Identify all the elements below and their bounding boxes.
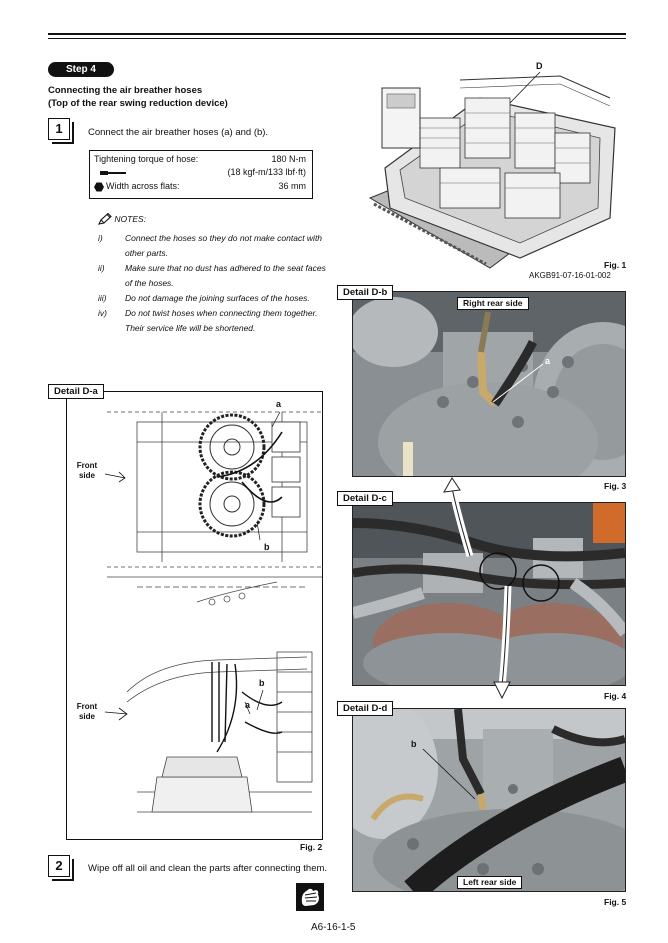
note-number: ii) <box>98 263 105 273</box>
note-line: Do not damage the joining surfaces of th… <box>125 293 310 303</box>
note-line: Do not twist hoses when connecting them … <box>125 308 318 318</box>
fig2-caption: Fig. 2 <box>300 842 323 852</box>
torque-label: Tightening torque of hose: <box>94 154 199 164</box>
connector-arrows <box>443 477 512 700</box>
note-item: iii) Do not damage the joining surfaces … <box>98 291 348 306</box>
fig1-code: AKGB91-07-16-01-002 <box>529 271 611 280</box>
callout-a-upper: a <box>276 399 282 409</box>
flats-label: Width across flats: <box>106 181 180 191</box>
note-line: Make sure that no dust has adhered to th… <box>125 263 326 273</box>
top-rule <box>48 33 626 35</box>
detail-c-label: Detail D-c <box>337 491 393 506</box>
torque-spec-box: Tightening torque of hose: 180 N-m (18 k… <box>89 150 313 199</box>
page-number: A6-16-1-5 <box>311 922 356 933</box>
note-line: other parts. <box>125 248 168 258</box>
left-rear-side-tag: Left rear side <box>457 876 523 889</box>
detail-a-label: Detail D-a <box>48 384 104 399</box>
torque-value-alt: (18 kgf-m/133 lbf·ft) <box>227 167 306 177</box>
note-line: Their service life will be shortened. <box>125 323 256 333</box>
note-line: Connect the hoses so they do not make co… <box>125 233 323 243</box>
fig1-illustration <box>360 58 626 280</box>
wipe-hand-icon <box>296 883 324 911</box>
notes-header: NOTES: <box>98 212 348 227</box>
right-rear-side-tag: Right rear side <box>457 297 529 310</box>
callout-a-lower: a <box>245 700 251 710</box>
callout-b-photo: b <box>411 739 417 749</box>
hex-nut-icon <box>94 182 104 192</box>
flats-value: 36 mm <box>278 181 306 191</box>
torque-wrench-icon <box>100 171 126 175</box>
notes-block: NOTES: <box>98 212 348 228</box>
callout-b-upper: b <box>264 542 270 552</box>
detail-a-frame: Front side Front side a b a b <box>66 391 323 840</box>
detail-b-photo: Right rear side a <box>352 291 626 477</box>
fig1-letter-d: D <box>536 61 543 71</box>
heading-line-2: (Top of the rear swing reduction device) <box>48 98 228 109</box>
detail-d-image <box>353 709 625 891</box>
note-line: of the hoses. <box>125 278 174 288</box>
detail-b-label: Detail D-b <box>337 285 394 300</box>
fig4-caption: Fig. 4 <box>604 691 627 701</box>
detail-d-label: Detail D-d <box>337 701 394 716</box>
note-item: iv) Do not twist hoses when connecting t… <box>98 306 348 336</box>
detail-d-photo: b Left rear side <box>352 708 626 892</box>
detail-a-drawing <box>104 411 322 813</box>
step-number-2: 2 <box>48 855 74 881</box>
heading-line-1: Connecting the air breather hoses <box>48 85 203 96</box>
fig3-caption: Fig. 3 <box>604 481 627 491</box>
excavator-drawing <box>368 71 616 269</box>
callout-a-photo: a <box>545 356 551 366</box>
detail-b-image <box>353 292 625 476</box>
notes-title: NOTES: <box>114 214 147 224</box>
note-number: iii) <box>98 293 107 303</box>
instruction-1-text: Connect the air breather hoses (a) and (… <box>88 127 269 138</box>
torque-value: 180 N-m <box>271 154 306 164</box>
top-rule-thin <box>48 38 626 39</box>
front-side-label-1: Front side <box>76 461 98 480</box>
notes-list: i) Connect the hoses so they do not make… <box>98 231 348 336</box>
note-number: iv) <box>98 308 107 318</box>
detail-c-image <box>353 503 625 685</box>
detail-c-photo <box>352 502 626 686</box>
step-number-1: 1 <box>48 118 74 144</box>
fig1-caption: Fig. 1 <box>604 260 627 270</box>
callout-b-lower: b <box>259 678 265 688</box>
fig5-caption: Fig. 5 <box>604 897 627 907</box>
section-heading: Connecting the air breather hoses (Top o… <box>48 84 228 110</box>
front-side-label-2: Front side <box>76 702 98 721</box>
step-badge: Step 4 <box>48 62 114 77</box>
pencil-note-icon <box>98 213 112 225</box>
note-number: i) <box>98 233 103 243</box>
instruction-2-text: Wipe off all oil and clean the parts aft… <box>88 863 328 874</box>
note-item: i) Connect the hoses so they do not make… <box>98 231 348 261</box>
note-item: ii) Make sure that no dust has adhered t… <box>98 261 348 291</box>
